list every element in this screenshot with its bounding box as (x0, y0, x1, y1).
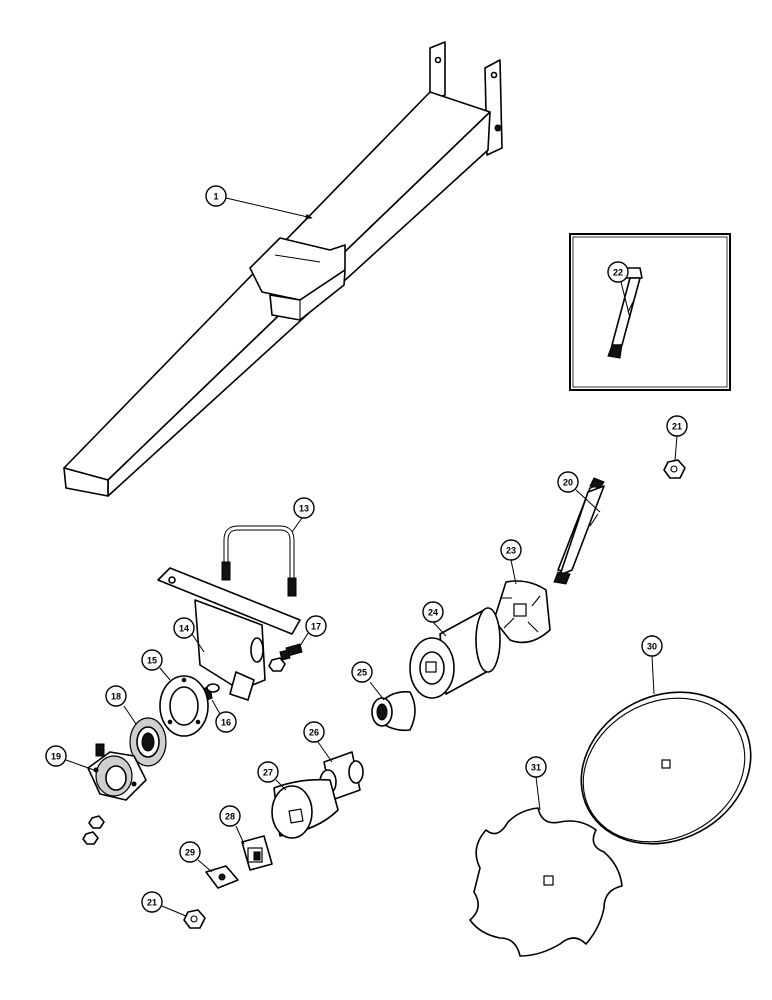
svg-text:24: 24 (428, 608, 438, 618)
svg-text:26: 26 (309, 728, 319, 738)
part-21-nut-bottom (183, 909, 206, 929)
callout-31: 31 (525, 756, 547, 778)
svg-text:25: 25 (357, 668, 367, 678)
svg-text:21: 21 (672, 422, 682, 432)
part-31-notched-disc-blade (469, 807, 623, 957)
leader-30 (651, 655, 655, 695)
leader-14 (191, 633, 205, 653)
svg-text:20: 20 (563, 478, 573, 488)
callout-24: 24 (422, 601, 444, 623)
leader-18 (123, 705, 137, 725)
svg-text:30: 30 (647, 642, 657, 652)
part-20-shaft (553, 477, 605, 585)
part-14-mounting-bracket (157, 567, 301, 701)
leader-27 (275, 779, 287, 791)
callout-16: 16 (215, 711, 237, 733)
part-24-spool (409, 607, 501, 699)
svg-text:19: 19 (51, 752, 61, 762)
leader-22 (620, 281, 631, 319)
svg-text:27: 27 (263, 768, 273, 778)
small-nut-left (88, 815, 105, 829)
svg-text:1: 1 (213, 192, 218, 202)
part-18-bearing (129, 717, 167, 767)
leader-28 (235, 825, 245, 845)
callout-17: 17 (305, 615, 327, 637)
leader-25 (369, 681, 385, 701)
leader-23 (510, 559, 517, 585)
leader-20 (575, 489, 601, 513)
callout-26: 26 (303, 721, 325, 743)
callout-21-top: 21 (666, 415, 688, 437)
callout-18: 18 (105, 685, 127, 707)
part-30-disc-blade (580, 691, 752, 845)
part-23-spool-clamp (493, 580, 551, 644)
svg-text:14: 14 (179, 624, 189, 634)
leader-16 (211, 699, 221, 715)
part-1-frame-beam (63, 41, 503, 497)
callout-27: 27 (257, 761, 279, 783)
svg-text:28: 28 (225, 812, 235, 822)
callout-25: 25 (351, 661, 373, 683)
svg-text:15: 15 (147, 656, 157, 666)
svg-text:17: 17 (311, 622, 321, 632)
part-15-flange-ring (159, 675, 209, 737)
callout-28: 28 (219, 805, 241, 827)
svg-text:21: 21 (147, 898, 157, 908)
leader-24 (432, 621, 447, 637)
callout-19: 19 (45, 745, 67, 767)
leader-26 (317, 741, 333, 763)
callout-20: 20 (557, 471, 579, 493)
leader-29 (197, 859, 213, 873)
callout-23: 23 (500, 539, 522, 561)
small-nut-left-2 (82, 831, 99, 845)
callout-22: 22 (607, 261, 629, 283)
leader-15 (159, 667, 171, 681)
callout-13: 13 (293, 497, 315, 519)
leader-19 (65, 759, 95, 771)
svg-text:23: 23 (506, 546, 516, 556)
leader-21-bottom (161, 905, 187, 917)
svg-text:22: 22 (613, 268, 623, 278)
callout-14: 14 (173, 617, 195, 639)
part-29-square-washer (205, 865, 239, 889)
leader-21-top (674, 435, 678, 461)
leader-13 (291, 517, 303, 533)
svg-text:18: 18 (111, 692, 121, 702)
part-25-spool-half (371, 690, 416, 732)
callout-1: 1 (205, 185, 227, 207)
callout-21-bottom: 21 (141, 891, 163, 913)
svg-text:13: 13 (299, 504, 309, 514)
inset-box-part-22 (569, 233, 731, 391)
part-19-bearing-housing (87, 751, 147, 801)
part-17-bolt (279, 643, 303, 661)
part-27-bell-spool (271, 778, 339, 839)
small-bolt (95, 743, 105, 757)
callout-30: 30 (641, 635, 663, 657)
small-nut (268, 657, 286, 672)
svg-text:31: 31 (531, 763, 541, 773)
part-13-u-bolt (221, 525, 297, 597)
svg-text:29: 29 (185, 848, 195, 858)
svg-text:16: 16 (221, 718, 231, 728)
callout-29: 29 (179, 841, 201, 863)
part-28-end-washer (241, 835, 273, 871)
part-22-bolt (607, 267, 643, 359)
leader-1 (225, 197, 313, 220)
part-21-nut-top (663, 459, 686, 479)
callout-15: 15 (141, 649, 163, 671)
leader-31 (535, 776, 541, 811)
